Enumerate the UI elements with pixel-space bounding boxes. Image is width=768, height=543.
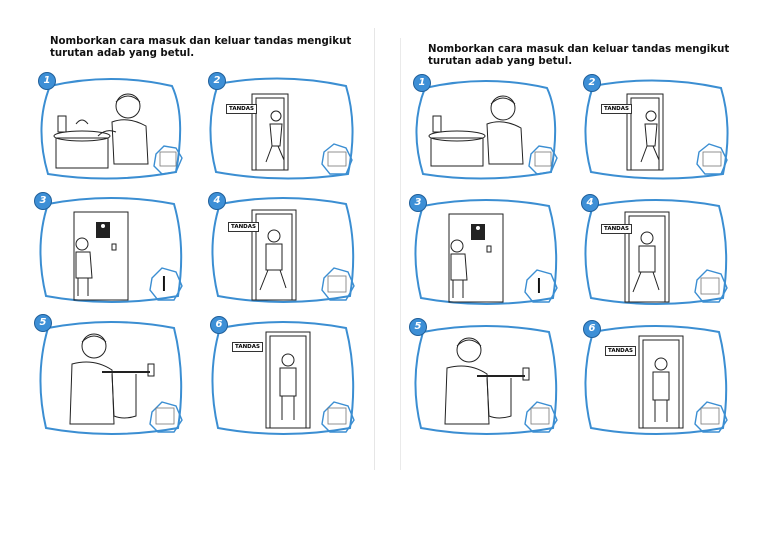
- toilet-sign: TANDAS: [232, 342, 263, 352]
- step-number-badge: 5: [34, 314, 52, 332]
- panel-6: TANDAS 6: [208, 316, 358, 440]
- step-number-badge: 6: [210, 316, 228, 334]
- step-number-badge: 4: [581, 194, 599, 212]
- panel-5-frame: [39, 321, 183, 435]
- toilet-sign: TANDAS: [601, 104, 632, 114]
- panel-6-frame: [211, 321, 355, 435]
- panel-5: 5: [409, 318, 561, 440]
- panel-2-frame: [209, 77, 354, 180]
- panel-5: 5: [34, 314, 186, 440]
- panel-3-frame: [414, 199, 558, 305]
- instruction-text: Nomborkan cara masuk dan keluar tandas m…: [50, 36, 352, 59]
- toilet-sign: TANDAS: [228, 222, 259, 232]
- step-number-badge: 1: [38, 72, 56, 90]
- panel-4: TANDAS 4: [581, 194, 731, 310]
- worksheet-left: Nomborkan cara masuk dan keluar tandas m…: [22, 28, 375, 470]
- panel-6: TANDAS 6: [581, 320, 731, 440]
- step-number-badge: 1: [413, 74, 431, 92]
- step-number-badge: 3: [409, 194, 427, 212]
- panel-6-frame: [584, 325, 728, 435]
- panel-2: TANDAS 2: [206, 72, 358, 184]
- answer-mark[interactable]: I: [536, 274, 542, 298]
- panel-1: 1: [36, 72, 186, 184]
- step-number-badge: 2: [208, 72, 226, 90]
- panel-1-frame: [40, 78, 183, 180]
- panel-5-frame: [414, 325, 558, 435]
- step-number-badge: 5: [409, 318, 427, 336]
- toilet-sign: TANDAS: [601, 224, 632, 234]
- panel-2-frame: [584, 79, 729, 180]
- step-number-badge: 4: [208, 192, 226, 210]
- instruction-text: Nomborkan cara masuk dan keluar tandas m…: [428, 44, 730, 67]
- panel-3: I 3: [409, 194, 561, 310]
- toilet-sign: TANDAS: [226, 104, 257, 114]
- worksheet-right: Nomborkan cara masuk dan keluar tandas m…: [400, 38, 753, 470]
- answer-mark[interactable]: I: [161, 272, 167, 296]
- panel-1: 1: [411, 74, 561, 184]
- step-number-badge: 6: [583, 320, 601, 338]
- step-number-badge: 2: [583, 74, 601, 92]
- step-number-badge: 3: [34, 192, 52, 210]
- panel-3: I 3: [34, 192, 186, 308]
- panel-4-frame: [584, 199, 728, 305]
- toilet-sign: TANDAS: [605, 346, 636, 356]
- panel-4-frame: [211, 197, 355, 303]
- panel-2: TANDAS 2: [581, 74, 733, 184]
- panel-4: TANDAS 4: [208, 192, 358, 308]
- panel-1-frame: [415, 80, 558, 180]
- panel-3-frame: [39, 197, 183, 303]
